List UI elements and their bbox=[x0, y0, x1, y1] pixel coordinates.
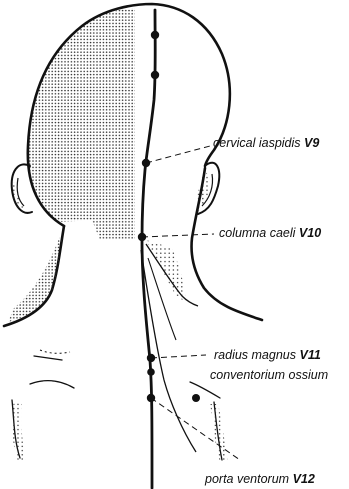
label-v10-name: columna caeli bbox=[219, 226, 295, 240]
point-crown-1 bbox=[151, 31, 159, 39]
hair-shading bbox=[28, 8, 135, 240]
leader-v9 bbox=[146, 146, 210, 163]
label-v11b-name: conventorium ossium bbox=[210, 368, 328, 382]
label-v11-name: radius magnus bbox=[214, 348, 296, 362]
point-v12-side bbox=[192, 394, 200, 402]
leader-v10 bbox=[142, 234, 214, 237]
label-v10: columna caeli V10 bbox=[219, 226, 321, 240]
label-v9-code: V9 bbox=[304, 136, 319, 150]
label-v12-name: porta ventorum bbox=[205, 472, 289, 486]
neck-right-line bbox=[192, 168, 263, 320]
label-v12-code: V12 bbox=[293, 472, 315, 486]
label-v9-name: cervical iaspidis bbox=[213, 136, 301, 150]
point-v11b bbox=[147, 368, 155, 376]
point-crown-2 bbox=[151, 71, 159, 79]
label-v11b: conventorium ossium bbox=[210, 368, 328, 382]
label-v10-code: V10 bbox=[299, 226, 321, 240]
label-v12: porta ventorum V12 bbox=[205, 472, 315, 486]
label-v11-code: V11 bbox=[299, 348, 320, 362]
label-v11: radius magnus V11 bbox=[214, 348, 321, 362]
label-v9: cervical iaspidis V9 bbox=[213, 136, 319, 150]
neck-left-shading bbox=[8, 236, 62, 322]
